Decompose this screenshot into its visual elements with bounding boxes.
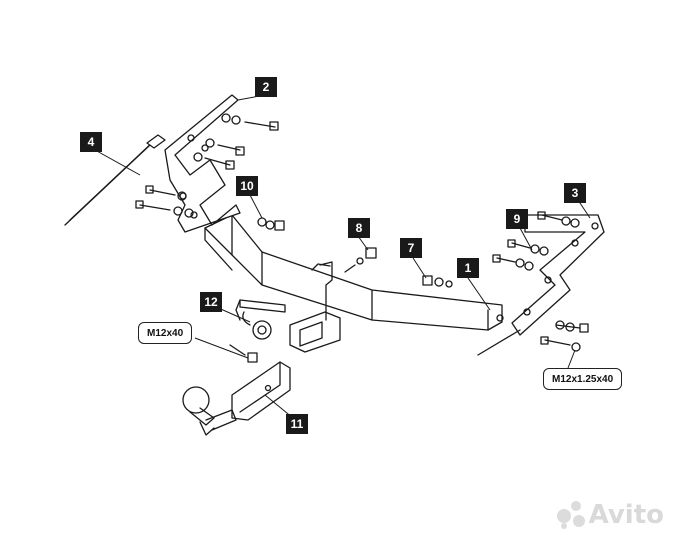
right-bracket <box>496 214 605 336</box>
callout-8: 8 <box>348 218 370 238</box>
receiver-box <box>289 261 341 353</box>
nut-8 <box>344 247 377 273</box>
bolt-spec-m12x40: M12x40 <box>138 322 193 344</box>
callout-3: 3 <box>564 183 586 203</box>
mount-bolt <box>229 344 258 363</box>
ball-mount <box>182 361 291 436</box>
washer-nut-10 <box>257 217 285 231</box>
right-bolts <box>492 211 589 352</box>
callout-2: 2 <box>255 77 277 97</box>
callout-7: 7 <box>400 238 422 258</box>
bolt-spec-m12x1-25x40: M12x1.25x40 <box>543 368 623 390</box>
avito-watermark: Avito <box>556 500 664 530</box>
crossbar-beam <box>204 214 503 331</box>
callout-11: 11 <box>286 414 308 434</box>
leader-lines <box>94 94 591 419</box>
hitch-pin <box>235 299 286 340</box>
callout-9: 9 <box>506 209 528 229</box>
callout-4: 4 <box>80 132 102 152</box>
callout-12: 12 <box>200 292 222 312</box>
wire-harness <box>64 134 521 356</box>
watermark-text: Avito <box>588 500 664 530</box>
avito-logo-icon <box>556 501 585 529</box>
nut-7 <box>422 275 453 288</box>
left-bolts <box>135 113 279 218</box>
callout-1: 1 <box>457 258 479 278</box>
callout-10: 10 <box>236 176 258 196</box>
